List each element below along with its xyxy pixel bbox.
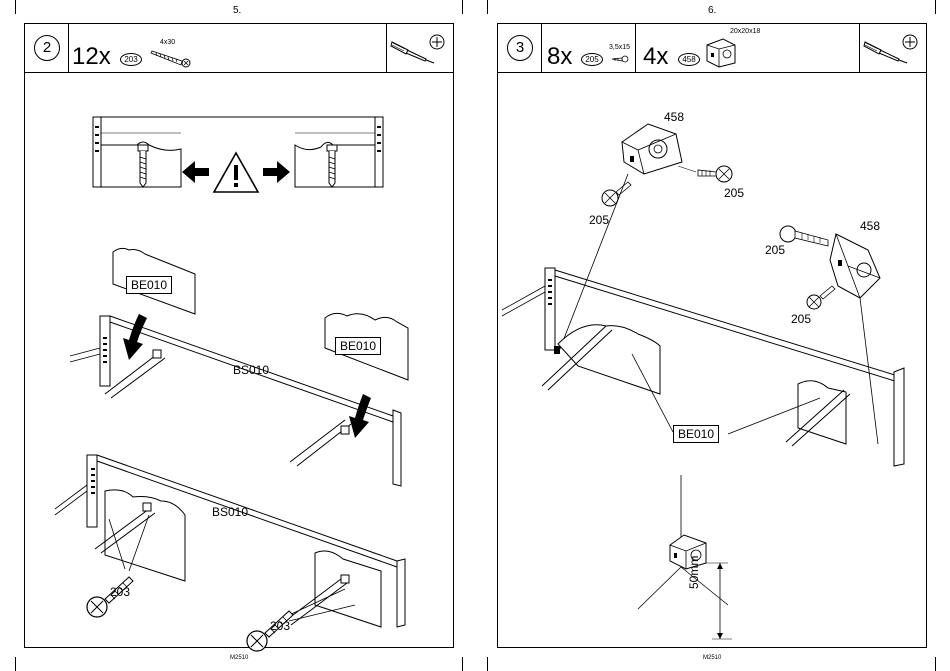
screw-callout-label: 205	[724, 186, 744, 200]
part-callout-label: BS010	[233, 363, 269, 377]
left-footer-code: M2510	[230, 655, 248, 661]
screw-icon	[780, 226, 828, 246]
screw-icon	[807, 286, 835, 309]
screw-callout-label: 203	[270, 619, 290, 633]
phillips-head-icon	[428, 33, 446, 51]
part-size-label: 4x30	[160, 39, 175, 46]
header-divider	[386, 24, 387, 72]
right-corner-detail-diagram	[498, 469, 928, 649]
part-quantity: 12x	[72, 45, 111, 69]
arrow-down-icon	[349, 394, 371, 438]
left-middle-assembly-diagram	[25, 244, 455, 464]
part-label-box: BE010	[126, 276, 172, 294]
part-label-box: BE010	[335, 337, 381, 355]
crop-mark-gutter-bottom-left	[462, 657, 463, 671]
crop-mark-left-bottom	[15, 657, 16, 671]
left-step-header: 2 12x 203 4x30	[25, 24, 453, 73]
screw-icon	[327, 145, 337, 187]
arrow-right-icon	[263, 161, 290, 183]
crop-mark-gutter-top-left	[462, 0, 463, 14]
corner-block-icon	[622, 124, 682, 174]
left-top-detail-diagram	[25, 109, 455, 249]
corner-block-icon	[830, 234, 880, 298]
dimension-label: 50mm	[687, 556, 701, 589]
step-number-badge: 2	[34, 35, 60, 61]
screw-callout-label: 205	[791, 312, 811, 326]
long-screw-icon	[147, 48, 193, 70]
right-page-frame: 3 8x 205 3,5x15 4x 458 20x20x18	[497, 23, 927, 648]
part-callout-label: 458	[860, 219, 880, 233]
screw-icon	[138, 145, 148, 187]
right-assembly-diagram	[498, 24, 928, 484]
crop-mark-right-bottom	[935, 657, 936, 671]
right-footer-code: M2510	[703, 655, 721, 661]
arrow-left-icon	[182, 161, 209, 183]
left-page-frame: 2 12x 203 4x30	[24, 23, 454, 648]
part-callout-label: BS010	[212, 505, 248, 519]
left-bottom-assembly-diagram	[25, 449, 455, 649]
part-callout-label: 458	[664, 110, 684, 124]
arrow-down-icon	[123, 314, 147, 360]
screw-callout-label: 205	[765, 243, 785, 257]
screw-icon	[602, 182, 631, 206]
crop-mark-gutter-bottom-right	[487, 657, 488, 671]
screw-callout-label: 205	[589, 213, 609, 227]
header-divider	[68, 24, 69, 72]
crop-mark-left-top	[15, 0, 16, 14]
crop-mark-right-top	[935, 0, 936, 14]
part-label-box: BE010	[673, 425, 719, 443]
part-code-oval: 203	[120, 53, 142, 66]
right-page-number: 6.	[708, 5, 716, 16]
crop-mark-gutter-top-right	[487, 0, 488, 14]
screw-callout-label: 203	[110, 585, 130, 599]
warning-triangle-icon	[214, 153, 258, 192]
screw-icon	[698, 166, 732, 182]
left-page-number: 5.	[233, 5, 241, 16]
